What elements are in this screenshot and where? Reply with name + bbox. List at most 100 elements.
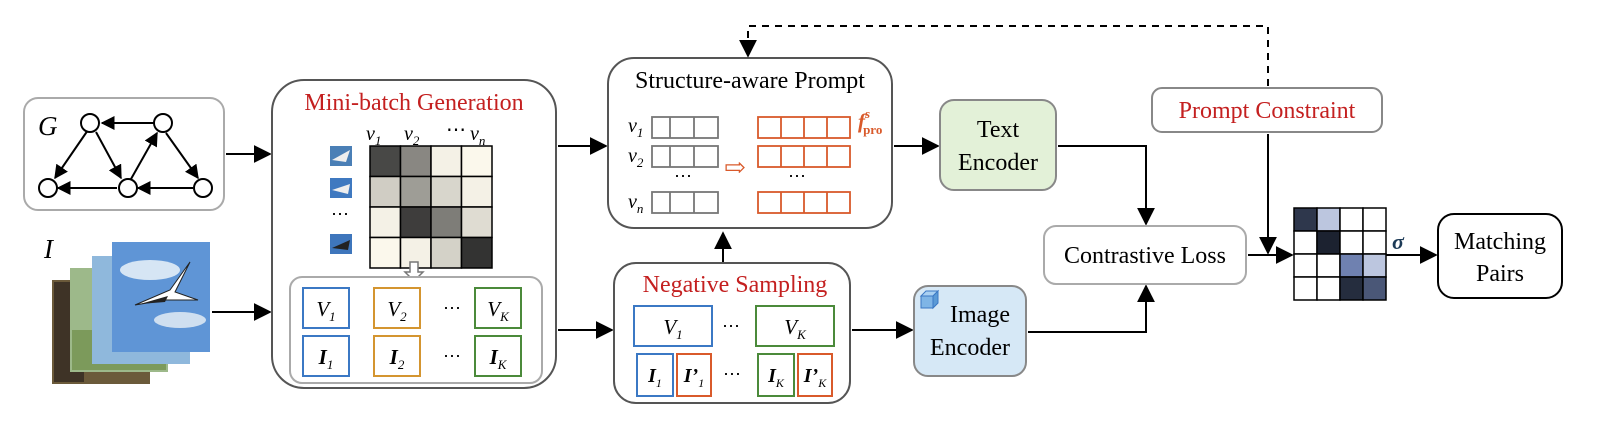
prompt-dots-right: ⋯	[788, 166, 806, 186]
heatmap-cell	[369, 175, 402, 208]
matrix-cell	[1362, 253, 1387, 278]
thumb-bird	[332, 240, 350, 250]
matching-line2: Pairs	[1476, 261, 1524, 287]
matrix-cell	[1362, 207, 1387, 232]
heatmap-cell	[430, 206, 463, 239]
pair-v2: V2	[387, 297, 407, 324]
col-label-vn: vn	[470, 123, 485, 148]
neg-vk: VK	[784, 315, 807, 342]
pair-v1-box	[302, 287, 350, 329]
dashed-feedback-arrow	[739, 25, 1269, 86]
heatmap-cell	[399, 145, 432, 178]
transform-arrow-icon: ⇨	[724, 153, 746, 182]
text-encoder-box	[939, 99, 1057, 191]
graph-box	[23, 97, 225, 211]
prompt-constraint: Prompt Constraint	[1151, 87, 1383, 133]
heatmap-cell	[369, 206, 402, 239]
heatmap-cell	[430, 145, 463, 178]
neg-v1-box	[633, 305, 713, 347]
matrix-cell	[1293, 230, 1318, 255]
neg-ik-prime: I’K	[803, 365, 827, 390]
cube-icon	[919, 289, 940, 310]
negative-panel: Negative Sampling V1 ⋯ VK I1 I’1 ⋯ IK I’…	[613, 262, 851, 404]
heatmap-cell	[460, 145, 493, 178]
graph-node	[80, 113, 100, 133]
heatmap-cell	[460, 175, 493, 208]
neg-i1: I1	[647, 365, 662, 390]
pair-ik-box	[474, 335, 522, 377]
col-label-dots: ⋯	[446, 119, 466, 141]
prompt-constraint-label: Prompt Constraint	[1179, 98, 1356, 124]
prompt-input-row	[651, 116, 719, 139]
similarity-matrix	[1293, 207, 1387, 301]
text-encoder-line1: Text	[977, 117, 1020, 143]
prompt-row-v2: v2	[628, 145, 644, 170]
arrow-image-encoder-to-loss	[1028, 284, 1155, 333]
row-thumbnails: ⋯	[330, 146, 352, 254]
text-encoder-line2: Encoder	[958, 150, 1038, 176]
neg-i1-box	[636, 353, 674, 397]
matrix-cell	[1339, 276, 1364, 301]
contrastive-loss-label: Contrastive Loss	[1064, 243, 1226, 269]
pair-v2-box	[373, 287, 421, 329]
neg-ik-box	[757, 353, 795, 397]
pair-ik: IK	[489, 345, 508, 372]
cloud	[120, 260, 180, 280]
col-label-v1: v1	[366, 123, 381, 148]
sigma-label: σ	[1392, 229, 1405, 254]
bird-head	[140, 296, 168, 304]
prompt-input-row	[651, 191, 719, 214]
graph-edges	[54, 116, 199, 195]
pair-i2: I2	[389, 345, 405, 372]
images-label: I	[43, 234, 55, 264]
matrix-cell	[1339, 207, 1364, 232]
minibatch-title: Mini-batch Generation	[304, 90, 523, 116]
neg-i1-prime-box	[676, 353, 712, 397]
matrix-cell	[1362, 276, 1387, 301]
prompt-input-row	[651, 145, 719, 168]
heatmap-cell	[399, 206, 432, 239]
col-label-v2: v2	[404, 123, 420, 148]
graph-node	[118, 178, 138, 198]
prompt-row-vn: vn	[628, 191, 643, 216]
heatmap-cell	[369, 236, 402, 269]
prompt-output-grid	[757, 116, 851, 214]
neg-v1: V1	[663, 315, 682, 342]
prompt-box	[607, 57, 893, 229]
heatmap-cell	[460, 206, 493, 239]
pair-i2-box	[373, 335, 421, 377]
matrix-cell	[1339, 253, 1364, 278]
pair-vk: VK	[487, 297, 510, 324]
prompt-row-v1: v1	[628, 115, 643, 140]
neg-dots-bottom: ⋯	[723, 364, 741, 384]
prompt-dots-left: ⋯	[674, 166, 692, 186]
image-stack: I	[43, 234, 210, 384]
neg-ik-prime-box	[797, 353, 833, 397]
graph-node	[193, 178, 213, 198]
matrix-cell	[1339, 230, 1364, 255]
graph-panel: G	[23, 97, 225, 211]
graph-label: G	[38, 111, 58, 141]
thumb-bird	[332, 150, 350, 162]
prompt-constraint-box	[1151, 87, 1383, 133]
minibatch-panel: Mini-batch Generation v1 v2 ⋯ vn ⋯ V1 I1…	[271, 79, 557, 389]
graph-node	[153, 113, 173, 133]
prompt-panel: Structure-aware Prompt v1 v2 vn ⋯ ⇨ ⋯ fs…	[607, 57, 893, 229]
contrastive-loss-box	[1043, 225, 1247, 285]
arrow-text-encoder-to-loss	[1058, 145, 1155, 226]
prompt-title: Structure-aware Prompt	[635, 68, 865, 94]
cloud	[154, 312, 206, 328]
heatmap-cell	[430, 175, 463, 208]
matrix-cell	[1293, 207, 1318, 232]
matrix-cell	[1293, 276, 1318, 301]
image-encoder-line2: Encoder	[930, 335, 1010, 361]
neg-ik: IK	[767, 365, 785, 390]
thumb-bird	[332, 184, 350, 194]
heatmap-cell	[460, 236, 493, 269]
pair-i1-box	[302, 335, 350, 377]
negative-title: Negative Sampling	[643, 272, 828, 298]
matrix-cell	[1316, 230, 1341, 255]
similarity-heatmap	[369, 145, 493, 269]
